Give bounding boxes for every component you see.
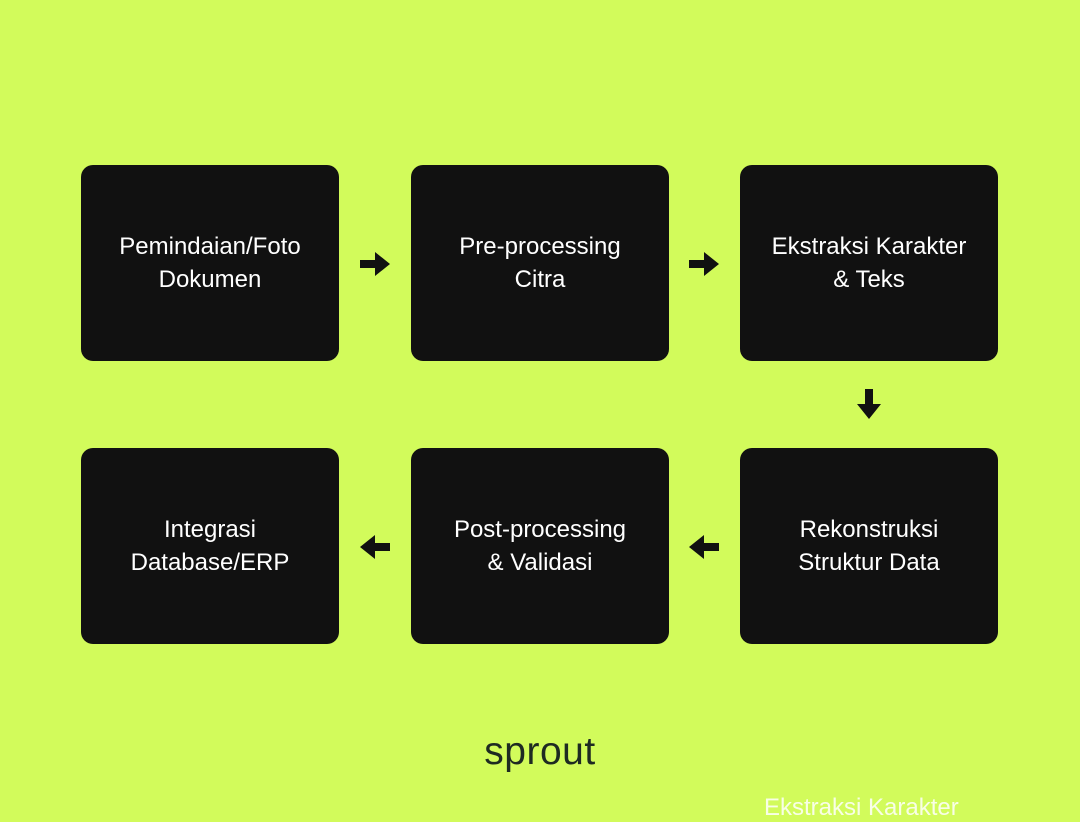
step-label-line1: Integrasi — [163, 516, 257, 543]
step-label: Ekstraksi Karakter & Teks — [772, 230, 967, 296]
left-arrow-icon — [689, 535, 719, 559]
step-scan-document: Pemindaian/Foto Dokumen — [81, 165, 339, 361]
step-label: Pemindaian/Foto Dokumen — [119, 230, 300, 296]
step-image-preprocessing: Pre-processing Citra — [411, 165, 669, 361]
step-character-extraction: Ekstraksi Karakter & Teks — [740, 165, 998, 361]
right-arrow-icon — [689, 252, 719, 276]
step-label-line1: Ekstraksi Karakter — [771, 233, 967, 260]
step-label: Pre-processing Citra — [459, 230, 620, 296]
footer-partial-text: Ekstraksi Karakter — [764, 794, 959, 821]
left-arrow-icon — [360, 535, 390, 559]
step-label-line2: & Teks — [833, 266, 905, 293]
right-arrow-icon — [360, 252, 390, 276]
step-label-line2: Dokumen — [158, 266, 262, 293]
step-label: Rekonstruksi Struktur Data — [798, 513, 939, 579]
down-arrow-icon — [857, 389, 881, 419]
step-label-line1: Post-processing — [453, 516, 627, 543]
step-label: Post-processing & Validasi — [454, 513, 626, 579]
step-label-line2: Citra — [514, 266, 566, 293]
step-label-line2: Struktur Data — [798, 549, 940, 576]
step-postprocessing-validation: Post-processing & Validasi — [411, 448, 669, 644]
step-label-line1: Pemindaian/Foto — [119, 233, 301, 260]
step-label-line1: Pre-processing — [459, 233, 621, 260]
step-integration-database: Integrasi Database/ERP — [81, 448, 339, 644]
step-label: Integrasi Database/ERP — [131, 513, 290, 579]
step-data-structure-reconstruction: Rekonstruksi Struktur Data — [740, 448, 998, 644]
step-label-line1: Rekonstruksi — [799, 516, 939, 543]
step-label-line2: Database/ERP — [130, 549, 290, 576]
brand-logo: sprout — [484, 730, 596, 773]
step-label-line2: & Validasi — [487, 549, 593, 576]
